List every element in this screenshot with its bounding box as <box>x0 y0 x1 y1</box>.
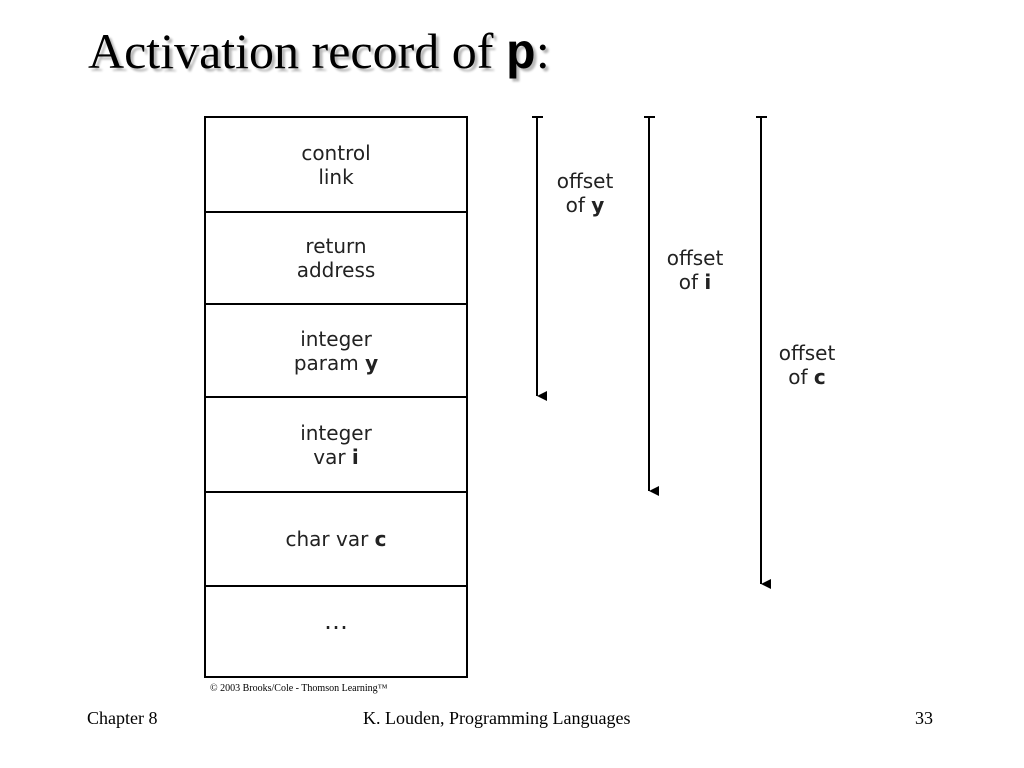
offset-i-of-text: of <box>678 270 705 294</box>
cell-ellipsis-text: … <box>324 607 348 635</box>
cell-param-var: y <box>365 350 379 375</box>
title-suffix: : <box>535 23 550 79</box>
cell-char-var: c <box>374 527 387 551</box>
offset-y-arrow <box>532 116 547 401</box>
slide-title: Activation record of p: <box>88 22 550 84</box>
footer-page-number: 33 <box>915 708 933 728</box>
title-code: p <box>505 27 536 84</box>
offset-y-of-text: of <box>565 193 592 217</box>
cell-return-address: return address <box>206 213 466 305</box>
offset-c-of-text: of <box>788 365 814 389</box>
footer-chapter: Chapter 8 <box>87 708 158 728</box>
offset-i-word: offset <box>666 246 724 270</box>
cell-var-i-text: var <box>313 444 352 469</box>
cell-integer-var-i: integer var i <box>206 398 466 493</box>
cell-integer-param-y: integer param y <box>206 305 466 398</box>
cell-char-var-c: char var c <box>206 493 466 587</box>
cell-var-i-var: i <box>351 444 359 469</box>
cell-param-text: param <box>293 350 366 375</box>
offset-y-label: offset of y <box>552 169 618 217</box>
copyright-notice: © 2003 Brooks/Cole - Thomson Learning™ <box>210 683 388 694</box>
offset-c-word: offset <box>778 341 836 365</box>
cell-return-address-line1: return <box>305 234 367 258</box>
cell-control-link-line2: link <box>318 164 354 189</box>
offset-c-arrow <box>756 116 771 589</box>
offset-c-label: offset of c <box>774 341 840 389</box>
title-text: Activation record of <box>88 23 506 79</box>
cell-param-line2: param y <box>294 351 378 375</box>
offset-i-of: of i <box>662 270 728 294</box>
cell-return-address-line2: address <box>296 258 376 282</box>
offset-i-label: offset of i <box>662 246 728 294</box>
activation-record-stack: control link return address integer para… <box>204 116 468 678</box>
offset-c-var: c <box>813 365 826 389</box>
cell-control-link: control link <box>206 118 466 213</box>
cell-char-text: char var <box>285 527 375 551</box>
offset-i-var: i <box>704 270 712 294</box>
offset-c-of: of c <box>774 365 840 389</box>
footer-course: K. Louden, Programming Languages <box>363 708 631 728</box>
cell-param-line1: integer <box>300 326 372 351</box>
offset-y-var: y <box>591 193 605 217</box>
offset-y-word: offset <box>556 169 614 193</box>
cell-char-line: char var c <box>285 527 386 551</box>
cell-ellipsis: … <box>206 587 466 676</box>
cell-control-link-line1: control <box>301 140 371 165</box>
offset-y-of: of y <box>552 193 618 217</box>
cell-var-i-line1: integer <box>300 420 372 445</box>
cell-var-i-line2: var i <box>313 445 359 469</box>
offset-i-arrow <box>644 116 659 496</box>
